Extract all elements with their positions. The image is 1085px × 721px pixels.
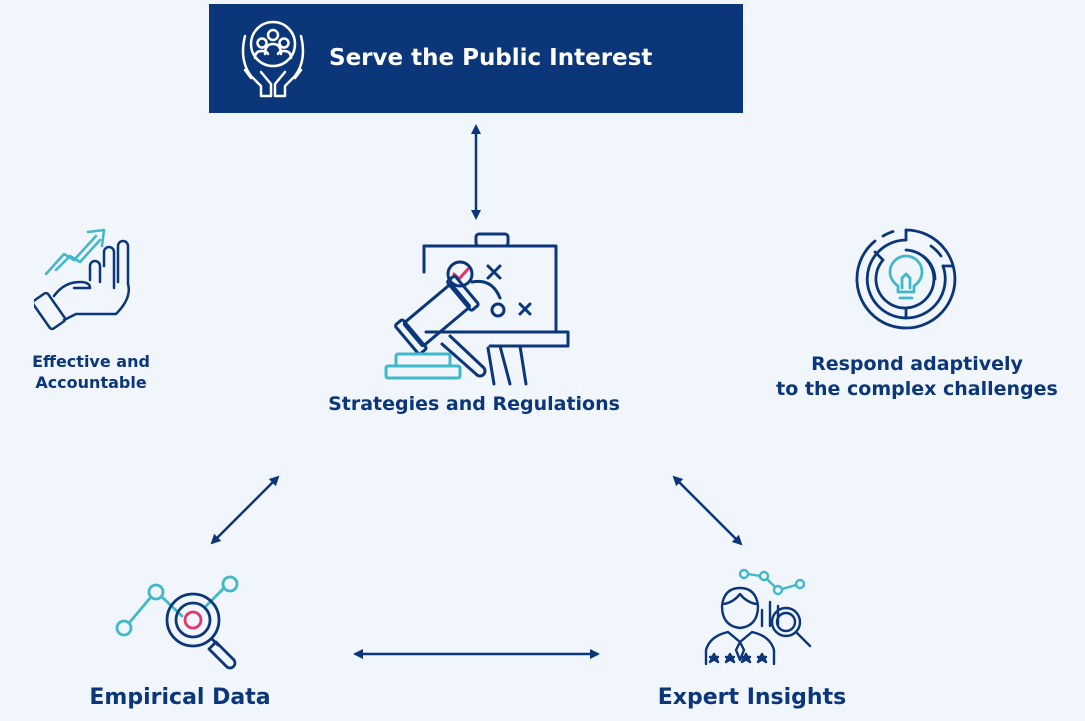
label-line: to the complex challenges <box>776 377 1058 400</box>
page-title: Serve the Public Interest <box>329 45 653 71</box>
maze-lightbulb-icon <box>855 228 957 330</box>
data-magnifier-icon <box>115 575 239 670</box>
label-line: Accountable <box>35 372 147 392</box>
label-effective-accountable: Effective and Accountable <box>6 352 176 394</box>
label-expert-insights: Expert Insights <box>657 685 847 710</box>
community-care-icon <box>241 20 305 98</box>
label-respond-adaptively: Respond adaptively to the complex challe… <box>752 352 1082 401</box>
label-line: Effective and <box>32 352 150 371</box>
arrow-center-bottom-right <box>672 475 743 546</box>
expert-analysis-icon <box>704 568 812 666</box>
label-strategies-regulations: Strategies and Regulations <box>328 393 620 415</box>
arrow-center-bottom-left <box>210 475 280 545</box>
label-empirical-data: Empirical Data <box>89 685 271 710</box>
header-box: Serve the Public Interest <box>209 4 743 113</box>
label-line: Respond adaptively <box>811 353 1023 375</box>
growth-hand-icon <box>34 228 130 331</box>
gavel-strategy-board-icon <box>384 232 570 386</box>
